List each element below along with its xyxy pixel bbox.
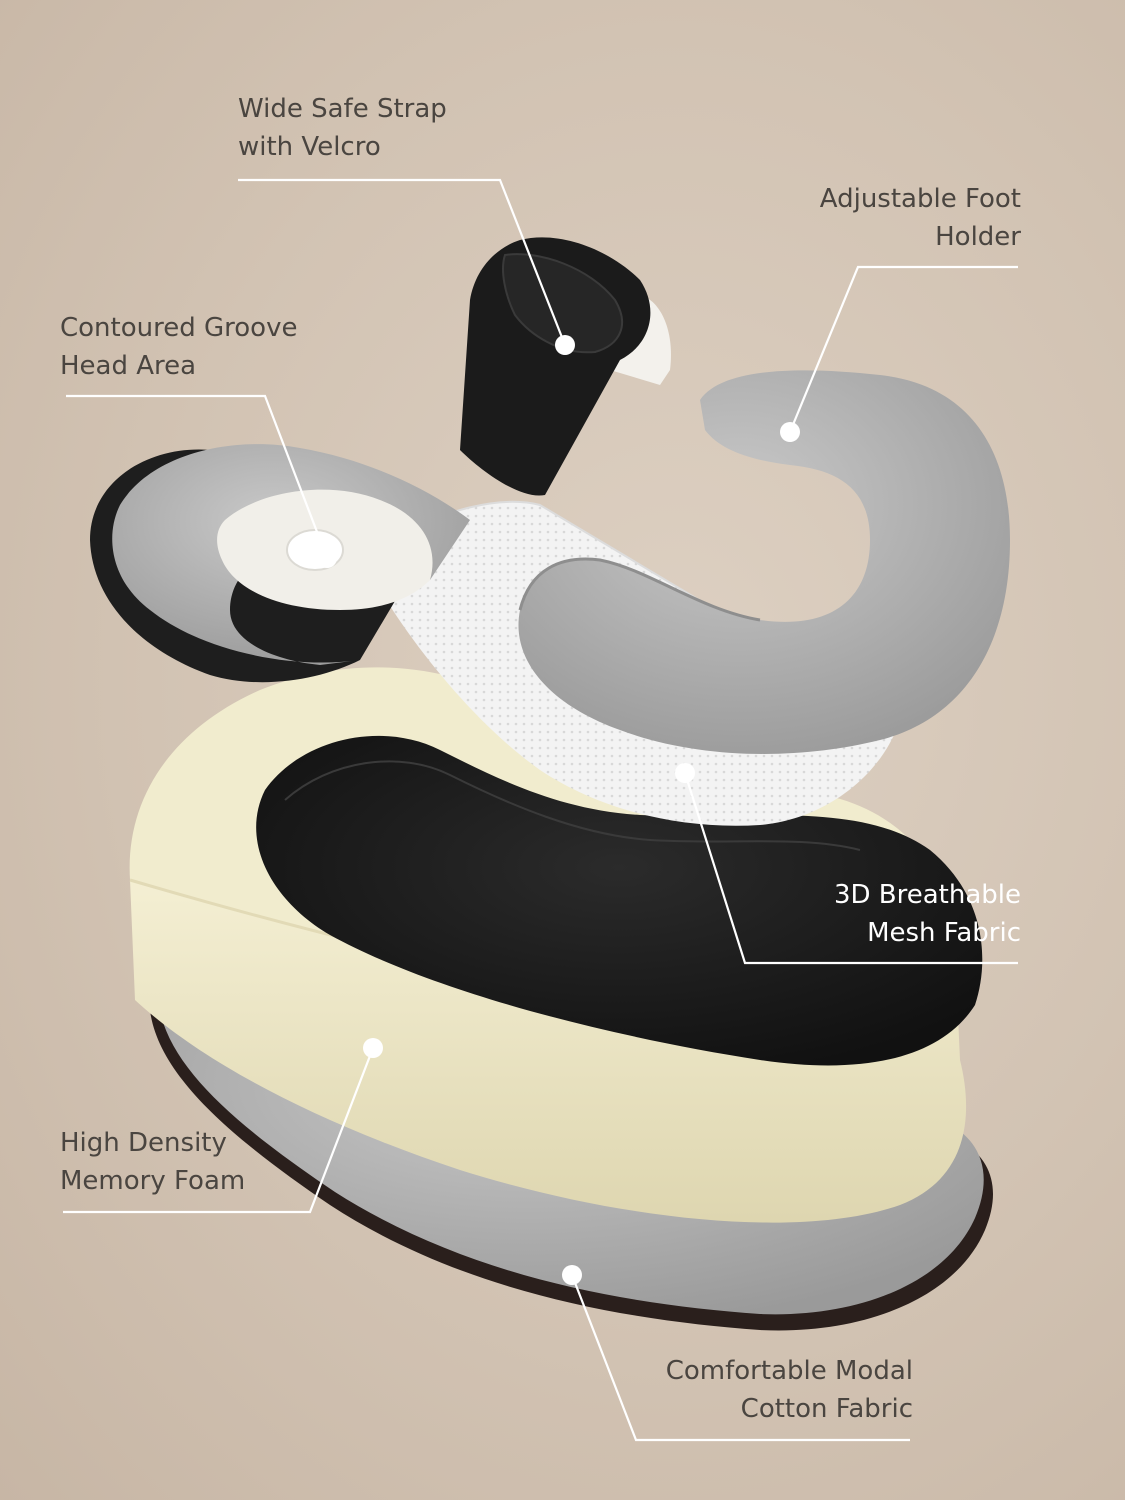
leader-dots [317,335,800,1285]
mesh-dot [675,763,695,783]
foam-dot [363,1038,383,1058]
safe-strap-velcro [460,237,671,496]
cotton-fabric-callout-label: Comfortable Modal Cotton Fabric [666,1352,913,1428]
foot-dot [780,422,800,442]
mesh-label-line1: 3D Breathable [833,880,1021,910]
foam-label-line1: High Density [60,1128,227,1158]
mesh-fabric-callout-label: 3D Breathable Mesh Fabric [834,876,1021,952]
foam-label-line2: Memory Foam [60,1166,246,1196]
cotton-dot [562,1265,582,1285]
cotton-label-line1: Comfortable Modal [665,1356,913,1386]
memory-foam-callout-label: High Density Memory Foam [60,1124,245,1200]
foam-leader-line [63,1047,375,1214]
strap-label-line1: Wide Safe Strap [238,94,447,124]
mesh-leader-line [683,772,1018,965]
mesh-label-line2: Mesh Fabric [867,918,1021,948]
foot-holder-callout-label: Adjustable Foot Holder [820,180,1021,256]
strap-dot [555,335,575,355]
cotton-label-line2: Cotton Fabric [740,1394,913,1424]
black-cover-layer [256,735,983,1066]
head-leader-line [66,394,329,559]
strap-leader-line [238,178,567,346]
head-area-callout-label: Contoured Groove Head Area [60,309,297,385]
strap-callout-label: Wide Safe Strap with Velcro [238,90,447,166]
head-area-cushion [90,444,470,683]
head-dot [317,548,337,568]
foot-holder-cushion [518,370,1010,754]
foot-label-line2: Holder [935,222,1021,252]
head-label-line1: Contoured Groove [60,313,298,343]
foot-label-line1: Adjustable Foot [819,184,1021,214]
strap-label-line2: with Velcro [238,132,381,162]
cotton-leader-line [570,1274,910,1442]
head-label-line2: Head Area [60,351,197,381]
leader-lines [63,178,1018,1442]
foot-leader-line [788,265,1018,433]
